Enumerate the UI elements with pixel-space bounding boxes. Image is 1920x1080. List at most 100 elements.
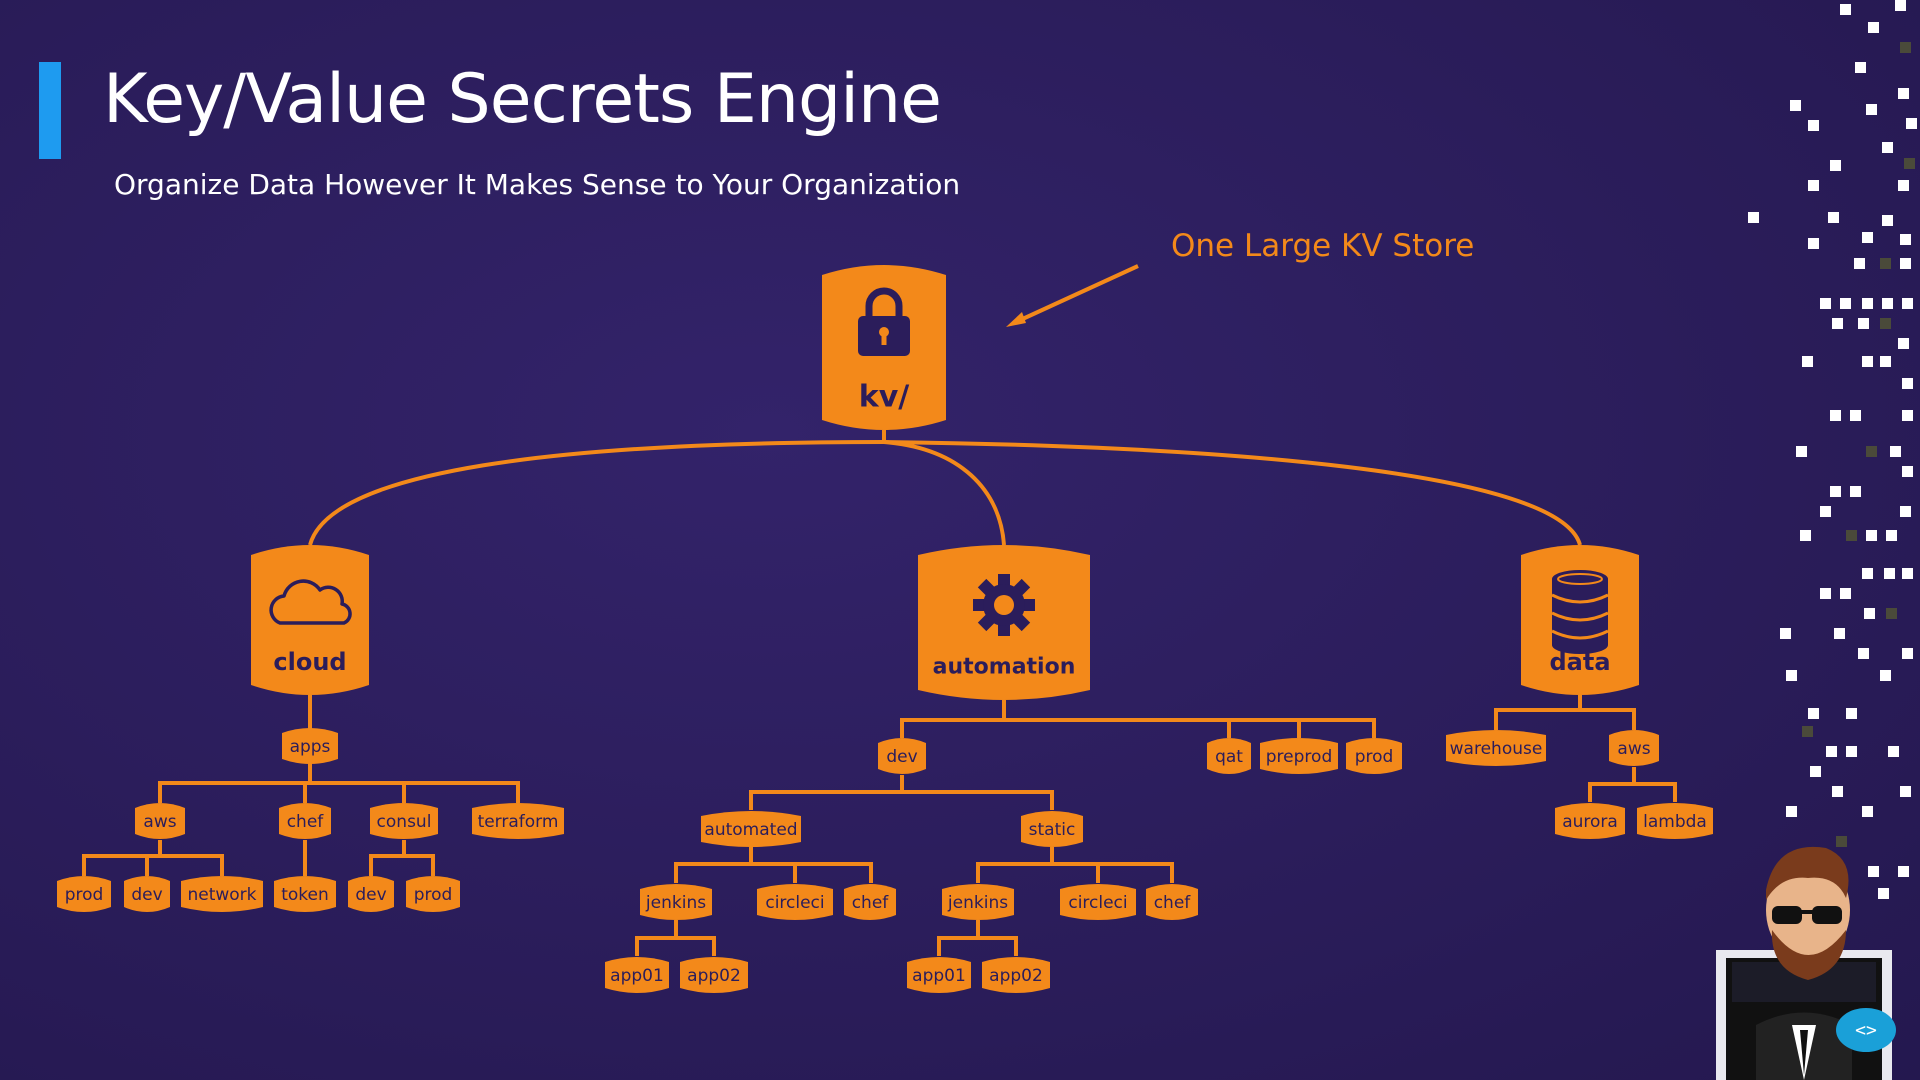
pixel-square: [1828, 212, 1839, 223]
pixel-square: [1880, 318, 1891, 329]
pixel-square: [1834, 628, 1845, 639]
pixel-square: [1904, 158, 1915, 169]
node-data-aws-body: [1609, 730, 1659, 766]
node-automated-jenkins: jenkins: [640, 884, 712, 920]
svg-text:<>: <>: [1855, 1020, 1877, 1041]
node-cloud-consul-prod-body: [406, 876, 460, 912]
node-automation-preprod-label: preprod: [1266, 747, 1332, 767]
node-automated-app01: app01: [605, 957, 669, 993]
pixel-square: [1808, 238, 1819, 249]
node-cloud-terraform-body: [472, 803, 564, 839]
pixel-square: [1884, 568, 1895, 579]
node-automation-static-label: static: [1029, 820, 1076, 840]
pixel-square: [1866, 446, 1877, 457]
connector-root-automation: [883, 440, 1006, 546]
node-data-aurora: aurora: [1555, 803, 1625, 839]
node-static-chef-label: chef: [1154, 893, 1192, 913]
title-accent-bar: [39, 62, 61, 159]
node-cloud-chef: chef: [279, 803, 331, 839]
node-static-jenkins-body: [942, 884, 1014, 920]
pixel-square: [1786, 670, 1797, 681]
node-cloud-chef-token-body: [274, 876, 336, 912]
pixel-square: [1868, 22, 1879, 33]
node-automated-app02-body: [680, 957, 748, 993]
pixel-square: [1902, 378, 1913, 389]
node-cloud: cloud: [251, 545, 369, 695]
pixel-square: [1888, 746, 1899, 757]
node-static-circleci-label: circleci: [1068, 893, 1127, 913]
connector-automated-children: [674, 847, 873, 883]
node-cloud-chef-token: token: [274, 876, 336, 912]
node-automation-automated: automated: [701, 811, 801, 847]
node-static-jenkins-label: jenkins: [947, 893, 1008, 913]
node-automated-circleci: circleci: [757, 884, 833, 920]
node-cloud-aws-body: [135, 803, 185, 839]
node-cloud-apps-body: [282, 728, 338, 764]
node-automation-label: automation: [933, 655, 1076, 680]
pixel-square: [1846, 530, 1857, 541]
node-automation-prod-label: prod: [1355, 747, 1394, 767]
pixel-square: [1862, 806, 1873, 817]
code-badge-icon: [1836, 1008, 1896, 1052]
pixel-square: [1858, 318, 1869, 329]
node-automated-app01-body: [605, 957, 669, 993]
node-automation-preprod-body: [1260, 738, 1338, 774]
connector-consul-children: [369, 840, 435, 876]
callout-arrowhead: [1006, 312, 1026, 327]
pixel-square: [1890, 446, 1901, 457]
pixel-square: [1900, 506, 1911, 517]
pixel-square: [1880, 258, 1891, 269]
pixel-square: [1800, 530, 1811, 541]
node-root-label: kv/: [859, 380, 910, 415]
pixel-square: [1796, 446, 1807, 457]
node-data-lambda-label: lambda: [1643, 812, 1707, 832]
node-cloud-aws-network: network: [181, 876, 263, 912]
pixel-square: [1840, 4, 1851, 15]
lock-icon: [858, 287, 910, 356]
pixel-square: [1786, 806, 1797, 817]
node-automation-preprod: preprod: [1260, 738, 1338, 774]
gear-icon: [973, 574, 1035, 636]
pixel-square: [1832, 318, 1843, 329]
pixel-square: [1810, 766, 1821, 777]
node-static-app02-body: [982, 957, 1050, 993]
pixel-square: [1900, 258, 1911, 269]
node-cloud-aws-prod-label: prod: [65, 885, 104, 905]
presenter-avatar-icon: <>: [1716, 846, 1896, 1080]
node-cloud-body: [251, 545, 369, 695]
connector-dev-children: [749, 775, 1054, 810]
node-static-app02-label: app02: [989, 966, 1043, 986]
pixel-square: [1832, 786, 1843, 797]
node-cloud-consul-dev-body: [348, 876, 394, 912]
pixel-square: [1880, 356, 1891, 367]
node-cloud-aws-prod-body: [57, 876, 111, 912]
pixel-square: [1868, 866, 1879, 877]
pixel-square: [1790, 100, 1801, 111]
pixel-square: [1882, 142, 1893, 153]
node-cloud-aws: aws: [135, 803, 185, 839]
pixel-square: [1830, 410, 1841, 421]
node-automated-circleci-label: circleci: [765, 893, 824, 913]
node-data-warehouse: warehouse: [1446, 730, 1546, 766]
node-data-aws-label: aws: [1617, 739, 1650, 759]
node-automated-chef: chef: [844, 884, 896, 920]
node-static-app01: app01: [907, 957, 971, 993]
connector-apps-children: [158, 763, 520, 803]
pixel-square: [1850, 410, 1861, 421]
pixel-square: [1882, 215, 1893, 226]
node-cloud-aws-dev-body: [124, 876, 170, 912]
pixel-square: [1906, 118, 1917, 129]
pixel-square: [1858, 648, 1869, 659]
connector-aws-children: [82, 840, 224, 876]
pixel-square: [1902, 298, 1913, 309]
callout-label: One Large KV Store: [1171, 228, 1475, 264]
node-cloud-consul-dev: dev: [348, 876, 394, 912]
node-cloud-terraform: terraform: [472, 803, 564, 839]
pixel-square: [1862, 232, 1873, 243]
slide-subtitle: Organize Data However It Makes Sense to …: [114, 168, 961, 201]
node-data-aurora-label: aurora: [1562, 812, 1618, 832]
node-automation-qat: qat: [1207, 738, 1251, 774]
tree-connectors: [82, 264, 1677, 956]
node-automated-app01-label: app01: [610, 966, 664, 986]
slide-title: Key/Value Secrets Engine: [103, 60, 942, 139]
